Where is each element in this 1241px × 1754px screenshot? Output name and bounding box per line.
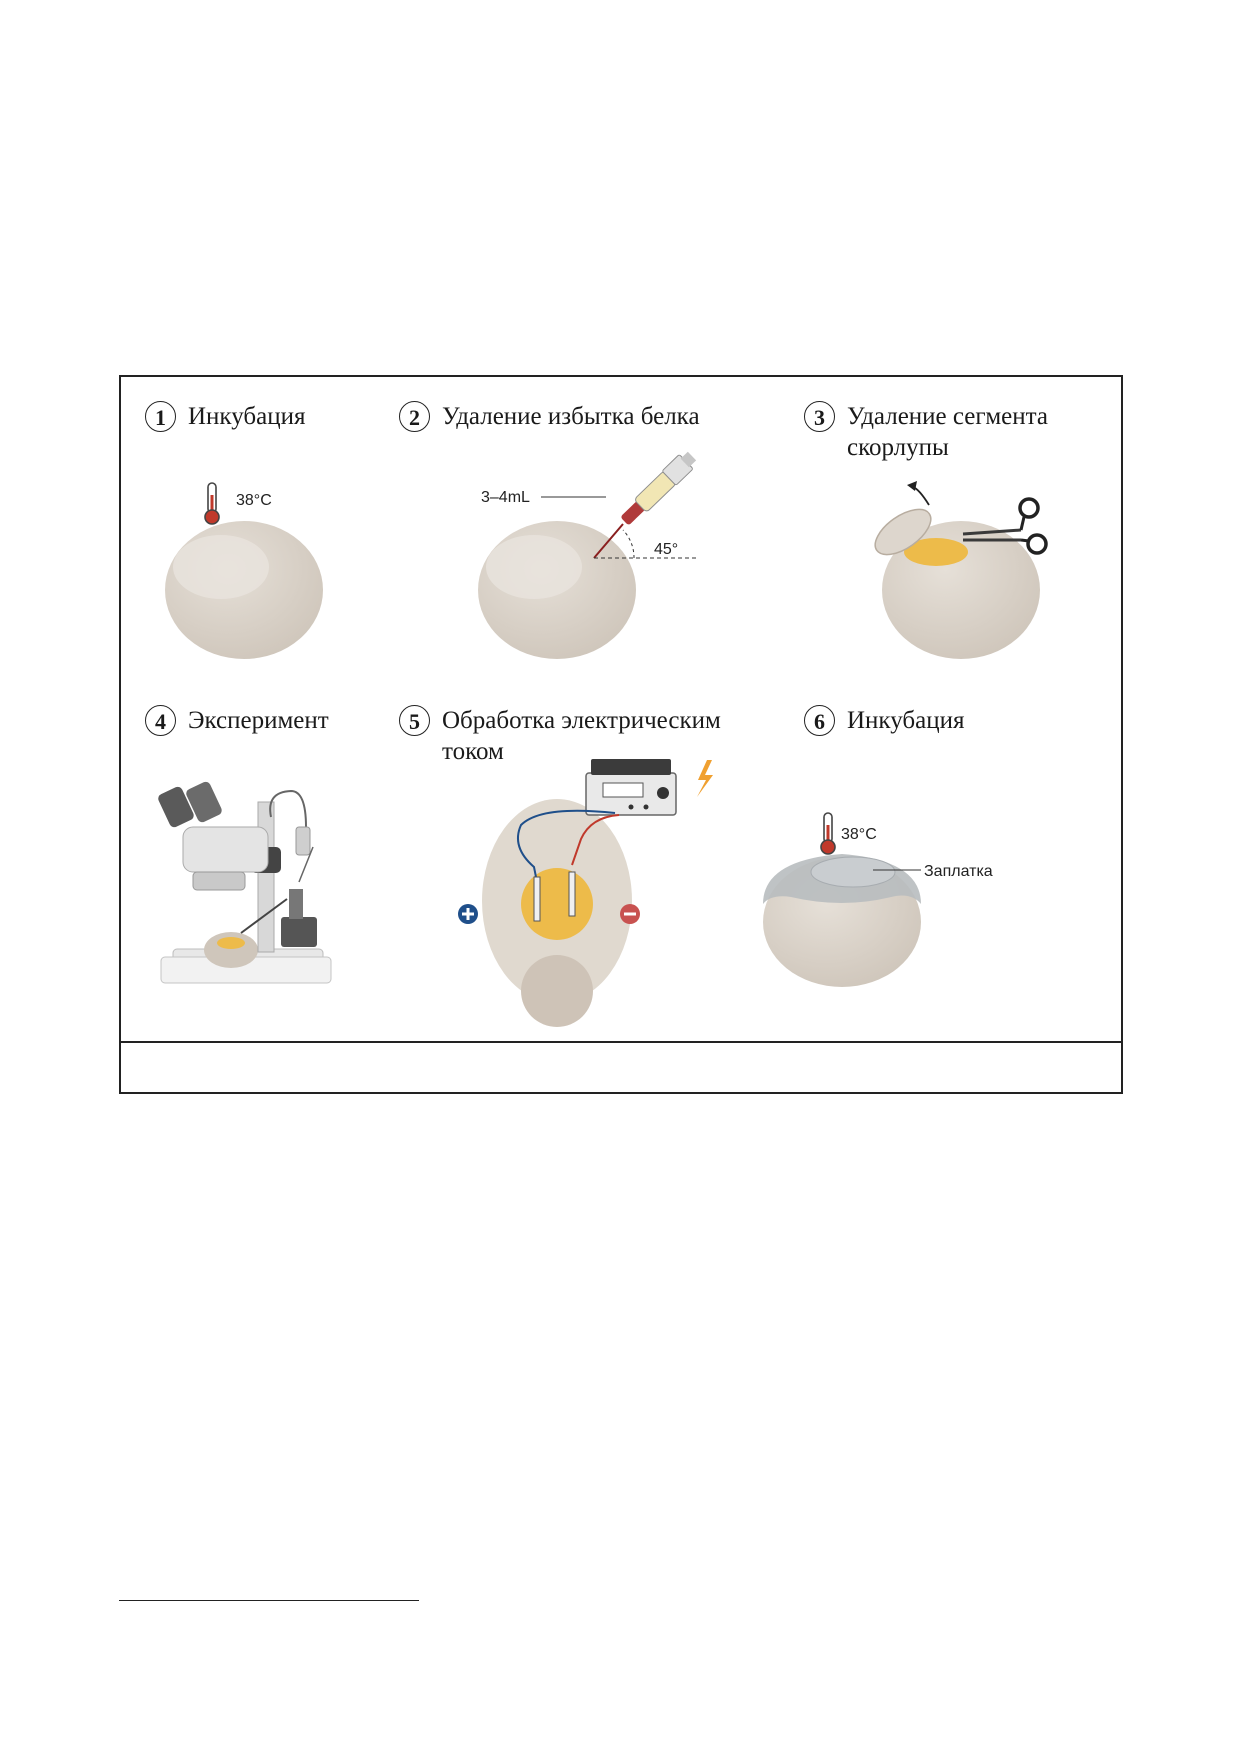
step-2-illustration: 3–4mL 45° (478, 451, 697, 659)
electrode-left (533, 876, 541, 922)
step-4-label: Эксперимент (188, 707, 329, 734)
step-3-number: 3 (804, 401, 835, 432)
illustrations: 38°C 3–4mL 45° (158, 451, 1048, 1027)
scissors-icon (962, 497, 1048, 555)
step-5-label-line1: Обработка электрическим (442, 707, 721, 734)
step-5-illustration (458, 759, 713, 1027)
patch-window (810, 856, 896, 888)
plus-sign-v (466, 908, 470, 920)
illuminator (295, 826, 311, 856)
yolk-opening (904, 538, 968, 566)
thermometer-icon (204, 482, 220, 525)
footnote-rule (119, 1600, 419, 1601)
step-6-title: 6 Инкубация (804, 705, 964, 736)
microscope-head (182, 826, 269, 873)
eyepiece-left (158, 786, 194, 828)
step-2-label: Удаление избытка белка (442, 403, 700, 430)
angle-arc (622, 529, 635, 559)
volume-label: 3–4mL (481, 489, 530, 506)
step-3-label-line1: Удаление сегмента (847, 403, 1048, 430)
syringe-icon (593, 451, 697, 559)
step-6-label: Инкубация (847, 707, 965, 734)
egg-1-highlight (173, 535, 269, 599)
step-6-illustration: Заплатка 38°C (763, 812, 993, 987)
step-5-number: 5 (399, 705, 430, 736)
thermometer-icon-6 (820, 812, 836, 855)
minus-sign (624, 912, 636, 916)
lightning-bolt-icon (697, 760, 713, 797)
lift-arrow-head (907, 481, 917, 491)
step-3-label-line2: скорлупы (847, 434, 949, 461)
step-2-number: 2 (399, 401, 430, 432)
blue-wire (517, 809, 616, 878)
patch-label: Заплатка (924, 863, 993, 880)
step-3-title: 3 Удаление сегмента скорлупы (804, 401, 1048, 463)
micromanipulator-icon (240, 846, 317, 947)
angle-label: 45° (654, 541, 678, 558)
yolk-5 (521, 868, 593, 940)
electrode-right (568, 871, 576, 917)
step-5-title: 5 Обработка электрическим током (399, 705, 721, 767)
power-supply-icon (585, 759, 677, 816)
microscope-pillar (257, 801, 275, 953)
step-3-illustration (874, 481, 1048, 659)
lifted-shell-segment (874, 508, 932, 556)
temperature-label-6: 38°C (841, 826, 877, 843)
step-4-illustration (158, 781, 332, 984)
step-4-title: 4 Эксперимент (145, 705, 329, 736)
red-wire (571, 814, 620, 866)
yolk-4 (217, 937, 245, 949)
caption-row (121, 1041, 1121, 1096)
illuminator-cable (269, 789, 307, 828)
temperature-label-1: 38°C (236, 492, 272, 509)
step-1-number: 1 (145, 401, 176, 432)
lift-arrow-icon (912, 486, 930, 506)
egg-2-highlight (486, 535, 582, 599)
step-4-number: 4 (145, 705, 176, 736)
step-1-title: 1 Инкубация (145, 401, 305, 432)
eyepiece-right (186, 781, 222, 823)
step-2-title: 2 Удаление избытка белка (399, 401, 700, 432)
step-1-illustration: 38°C (165, 482, 323, 659)
step-6-number: 6 (804, 705, 835, 736)
step-1-label: Инкубация (188, 403, 306, 430)
step-5-label-line2: током (442, 738, 504, 765)
objective-ring (192, 871, 246, 891)
egg-5-air-sac (521, 955, 593, 1027)
egg-4 (204, 932, 258, 968)
